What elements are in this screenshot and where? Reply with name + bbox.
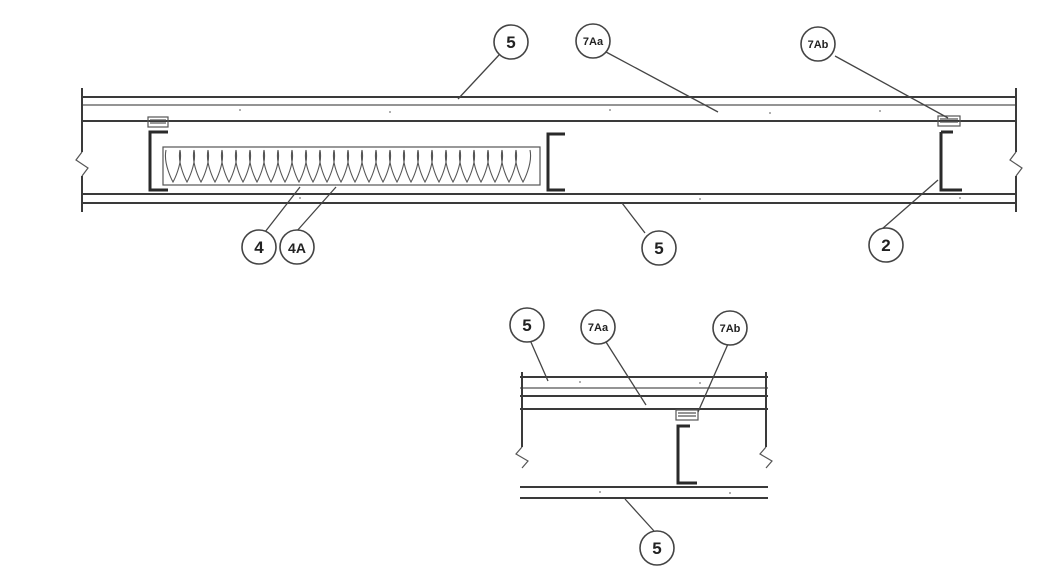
callout-label: 5: [654, 239, 663, 258]
callout-detail-channel-a: 7Aa: [580, 309, 616, 345]
main-left-break-line: [75, 88, 89, 212]
callout-label: 7Ab: [720, 323, 741, 335]
batt-insulation: [162, 146, 541, 186]
detail-right-break-line: [759, 372, 773, 469]
callout-main-channel-a: 7Aa: [575, 23, 611, 59]
callout-label: 4: [254, 238, 264, 257]
left-steel-stud: [147, 116, 169, 192]
callout-label: 4A: [288, 240, 306, 256]
callout-main-stud: 2: [868, 227, 904, 263]
callout-detail-channel-b: 7Ab: [712, 310, 748, 346]
callout-label: 2: [881, 236, 890, 255]
callout-detail-top-board: 5: [509, 307, 545, 343]
detail-steel-stud: [675, 409, 699, 485]
detail-left-break-line: [515, 372, 529, 469]
callout-label: 7Aa: [588, 322, 609, 334]
main-board-texture: [239, 109, 961, 200]
callout-main-channel-b: 7Ab: [800, 26, 836, 62]
main-wall-section: [75, 88, 1023, 212]
detail-top-gypsum-board: [520, 376, 768, 410]
callout-main-insulation-alt: 4A: [279, 229, 315, 265]
callout-main-bottom-board: 5: [641, 230, 677, 266]
callout-label: 5: [522, 316, 531, 335]
callout-main-insulation: 4: [241, 229, 277, 265]
detail-board-texture: [579, 381, 731, 494]
callout-label: 5: [652, 539, 661, 558]
main-top-gypsum-board: [82, 96, 1016, 122]
callout-detail-bottom-board: 5: [639, 530, 675, 566]
detail-leader-lines: [529, 339, 729, 532]
callout-main-top-board: 5: [493, 24, 529, 60]
middle-steel-stud: [546, 132, 565, 192]
detail-wall-section: [515, 372, 773, 499]
main-leader-lines: [264, 51, 949, 234]
callout-label: 5: [506, 33, 515, 52]
callout-label: 7Ab: [808, 39, 829, 51]
main-right-break-line: [1009, 88, 1023, 212]
main-bottom-gypsum-board: [82, 193, 1016, 204]
detail-bottom-gypsum-board: [520, 486, 768, 499]
callout-label: 7Aa: [583, 36, 604, 48]
right-steel-stud: [937, 115, 962, 192]
